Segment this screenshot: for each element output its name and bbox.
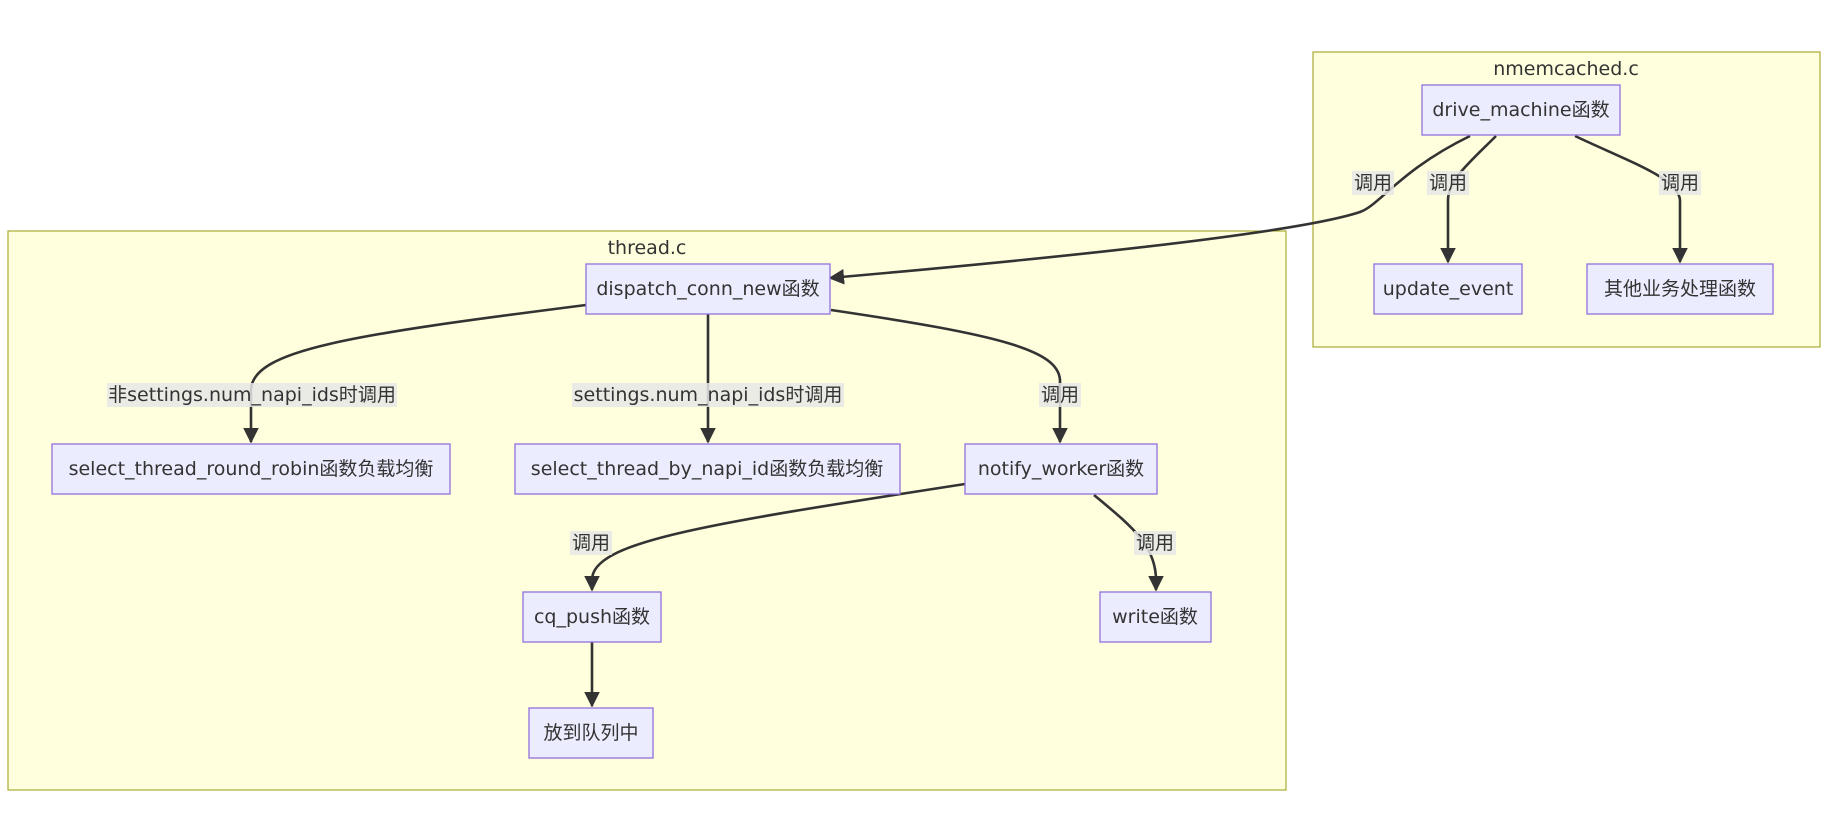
node-select-round-robin[interactable]: select_thread_round_robin函数负载均衡: [51, 443, 451, 495]
node-notify-worker[interactable]: notify_worker函数: [964, 443, 1158, 495]
edge-dispatch-to-notify: [830, 308, 1068, 444]
svg-text:cq_push函数: cq_push函数: [534, 606, 650, 628]
svg-text:调用: 调用: [572, 532, 610, 554]
svg-text:放到队列中: 放到队列中: [543, 722, 638, 744]
node-cq-push[interactable]: cq_push函数: [522, 591, 662, 643]
svg-text:select_thread_by_napi_id函数负载均衡: select_thread_by_napi_id函数负载均衡: [531, 458, 883, 480]
svg-text:drive_machine函数: drive_machine函数: [1432, 99, 1609, 121]
node-update-event[interactable]: update_event: [1373, 263, 1523, 315]
cluster-thread-label: thread.c: [608, 237, 687, 259]
edge-label-notify-to-cqpush: 调用: [570, 531, 612, 555]
svg-text:非settings.num_napi_ids时调用: 非settings.num_napi_ids时调用: [108, 384, 396, 406]
svg-text:write函数: write函数: [1112, 606, 1198, 628]
edge-label-drive-to-update: 调用: [1427, 171, 1469, 195]
node-select-by-napi[interactable]: select_thread_by_napi_id函数负载均衡: [514, 443, 901, 495]
node-dispatch-conn-new[interactable]: dispatch_conn_new函数: [585, 263, 831, 315]
edge-label-drive-to-other: 调用: [1659, 171, 1701, 195]
svg-text:调用: 调用: [1041, 384, 1079, 406]
edge-drive-to-other: [1574, 134, 1688, 264]
svg-text:调用: 调用: [1429, 172, 1467, 194]
edge-drive-to-dispatch: [828, 134, 1471, 285]
edge-labels: 调用 调用 调用 非settings.num_napi_ids时调用 setti…: [107, 171, 1701, 555]
svg-text:调用: 调用: [1661, 172, 1699, 194]
cluster-nmemcached-label: nmemcached.c: [1493, 58, 1639, 80]
edge-label-dispatch-to-notify: 调用: [1039, 383, 1081, 407]
edge-label-dispatch-to-roundrobin: 非settings.num_napi_ids时调用: [107, 383, 397, 407]
svg-text:调用: 调用: [1354, 172, 1392, 194]
edge-notify-to-cqpush: [584, 482, 966, 592]
svg-text:调用: 调用: [1136, 532, 1174, 554]
node-write[interactable]: write函数: [1099, 591, 1212, 643]
cluster-thread: thread.c: [7, 230, 1287, 791]
edge-label-dispatch-to-napi: settings.num_napi_ids时调用: [572, 383, 844, 407]
nodes: drive_machine函数 update_event 其他业务处理函数 di…: [51, 84, 1774, 759]
edge-dispatch-to-roundrobin: [243, 303, 587, 444]
node-drive-machine[interactable]: drive_machine函数: [1421, 84, 1621, 136]
svg-text:update_event: update_event: [1383, 278, 1514, 300]
svg-text:select_thread_round_robin函数负载均: select_thread_round_robin函数负载均衡: [69, 458, 434, 480]
svg-text:notify_worker函数: notify_worker函数: [978, 458, 1144, 480]
node-enqueue[interactable]: 放到队列中: [528, 707, 654, 759]
node-other-business[interactable]: 其他业务处理函数: [1586, 263, 1774, 315]
edge-label-drive-to-dispatch: 调用: [1352, 171, 1394, 195]
edge-label-notify-to-write: 调用: [1134, 531, 1176, 555]
svg-text:其他业务处理函数: 其他业务处理函数: [1604, 278, 1756, 300]
svg-text:settings.num_napi_ids时调用: settings.num_napi_ids时调用: [574, 384, 843, 406]
svg-text:dispatch_conn_new函数: dispatch_conn_new函数: [596, 278, 819, 300]
